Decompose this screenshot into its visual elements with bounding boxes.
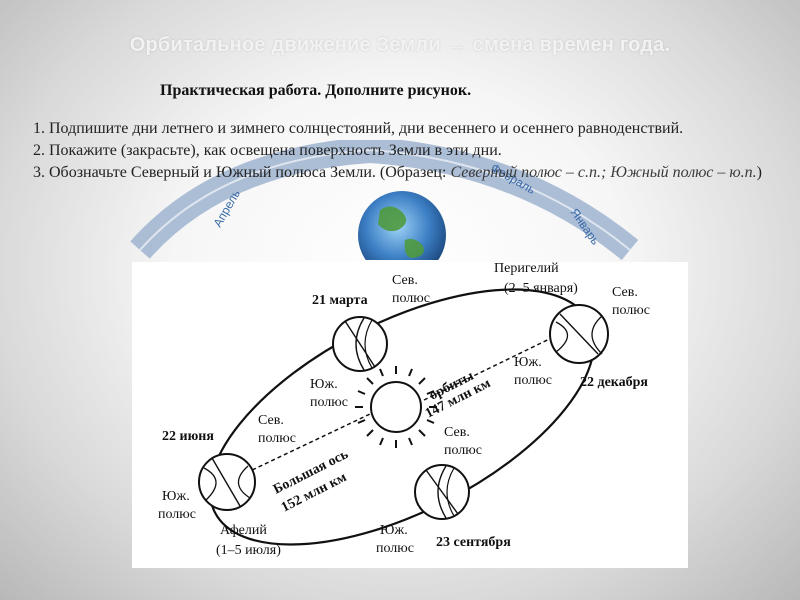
label-june-south-pole-word: полюс <box>158 507 196 522</box>
label-march-north: Сев. <box>392 273 418 288</box>
earth-september-icon <box>414 464 470 520</box>
task-2: 2. Покажите (закрасьте), как освещена по… <box>33 142 502 159</box>
task-3-text: 3. Обозначьте Северный и Южный полюса Зе… <box>33 164 451 181</box>
label-december-22: 22 декабря <box>580 375 648 390</box>
major-axis-aphelion-line <box>226 413 371 483</box>
orbit-diagram: 21 марта Сев. полюс Юж. полюс Перигелий … <box>132 262 688 568</box>
task-3: 3. Обозначьте Северный и Южный полюса Зе… <box>33 162 783 184</box>
label-december-north-pole-word: полюс <box>612 303 650 318</box>
task-3-closing: ) <box>756 164 762 181</box>
label-september-23: 23 сентября <box>436 535 511 550</box>
label-march-south-pole-word: полюс <box>310 395 348 410</box>
page-title: Орбитальное движение Земли → смена време… <box>129 34 671 56</box>
label-june-north: Сев. <box>258 413 284 428</box>
label-perihelion-date: (2–5 января) <box>504 281 578 296</box>
task-1: 1. Подпишите дни летнего и зимнего солнц… <box>33 120 684 137</box>
label-march-south: Юж. <box>310 377 338 392</box>
label-aphelion-date: (1–5 июля) <box>216 543 281 558</box>
earth-december-icon <box>549 304 609 364</box>
earth-march-icon <box>332 316 388 372</box>
practical-work-heading: Практическая работа. Дополните рисунок. <box>160 82 472 99</box>
label-december-south: Юж. <box>514 355 542 370</box>
task-3-example: Северный полюс – с.п.; Южный полюс – ю.п… <box>450 164 757 181</box>
earth-june-icon <box>198 453 256 511</box>
label-june-north-pole-word: полюс <box>258 431 296 446</box>
label-june-south: Юж. <box>162 489 190 504</box>
label-september-north-pole-word: полюс <box>444 443 482 458</box>
label-aphelion: Афелий <box>220 523 267 538</box>
label-june-22: 22 июня <box>162 429 214 444</box>
label-september-south: Юж. <box>380 523 408 538</box>
task-list: 1. Подпишите дни летнего и зимнего солнц… <box>33 118 783 184</box>
label-perihelion: Перигелий <box>494 262 559 276</box>
label-march-21: 21 марта <box>312 293 368 308</box>
sun-icon <box>355 366 437 448</box>
label-september-north: Сев. <box>444 425 470 440</box>
background-earth-illustration: Апрель Февраль Январь <box>130 140 639 260</box>
label-september-south-pole-word: полюс <box>376 541 414 556</box>
label-december-south-pole-word: полюс <box>514 373 552 388</box>
label-december-north: Сев. <box>612 285 638 300</box>
label-march-north-pole-word: полюс <box>392 291 430 306</box>
